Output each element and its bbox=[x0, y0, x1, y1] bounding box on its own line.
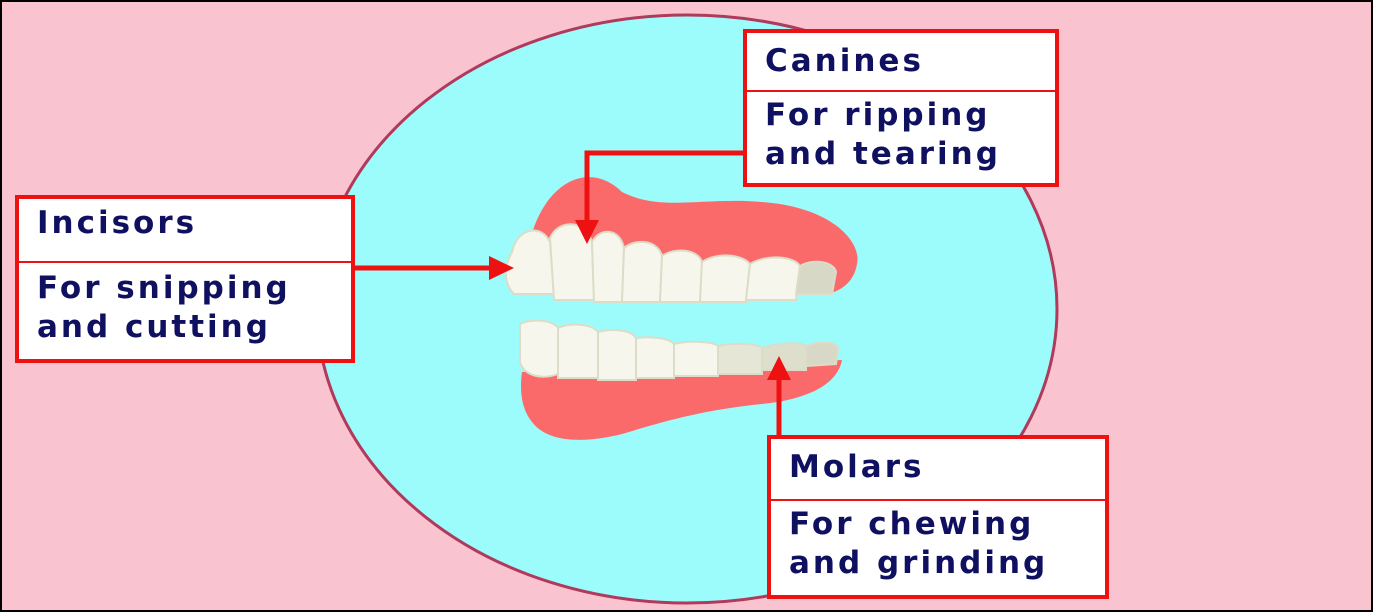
incisors-desc-line-1: For snipping bbox=[37, 269, 333, 308]
molars-desc-line-1: For chewing bbox=[789, 505, 1087, 544]
canines-title: Canines bbox=[747, 33, 1055, 92]
canines-description: For ripping and tearing bbox=[747, 92, 1055, 174]
incisors-desc-line-2: and cutting bbox=[37, 308, 333, 347]
incisors-callout: Incisors For snipping and cutting bbox=[15, 195, 355, 363]
incisors-description: For snipping and cutting bbox=[19, 263, 351, 347]
molars-title: Molars bbox=[771, 439, 1105, 501]
canines-callout: Canines For ripping and tearing bbox=[743, 29, 1059, 187]
molars-callout: Molars For chewing and grinding bbox=[767, 435, 1109, 599]
molars-desc-line-2: and grinding bbox=[789, 544, 1087, 583]
canines-desc-line-2: and tearing bbox=[765, 135, 1037, 174]
incisors-title: Incisors bbox=[19, 199, 351, 263]
canines-desc-line-1: For ripping bbox=[765, 96, 1037, 135]
molars-description: For chewing and grinding bbox=[771, 501, 1105, 583]
